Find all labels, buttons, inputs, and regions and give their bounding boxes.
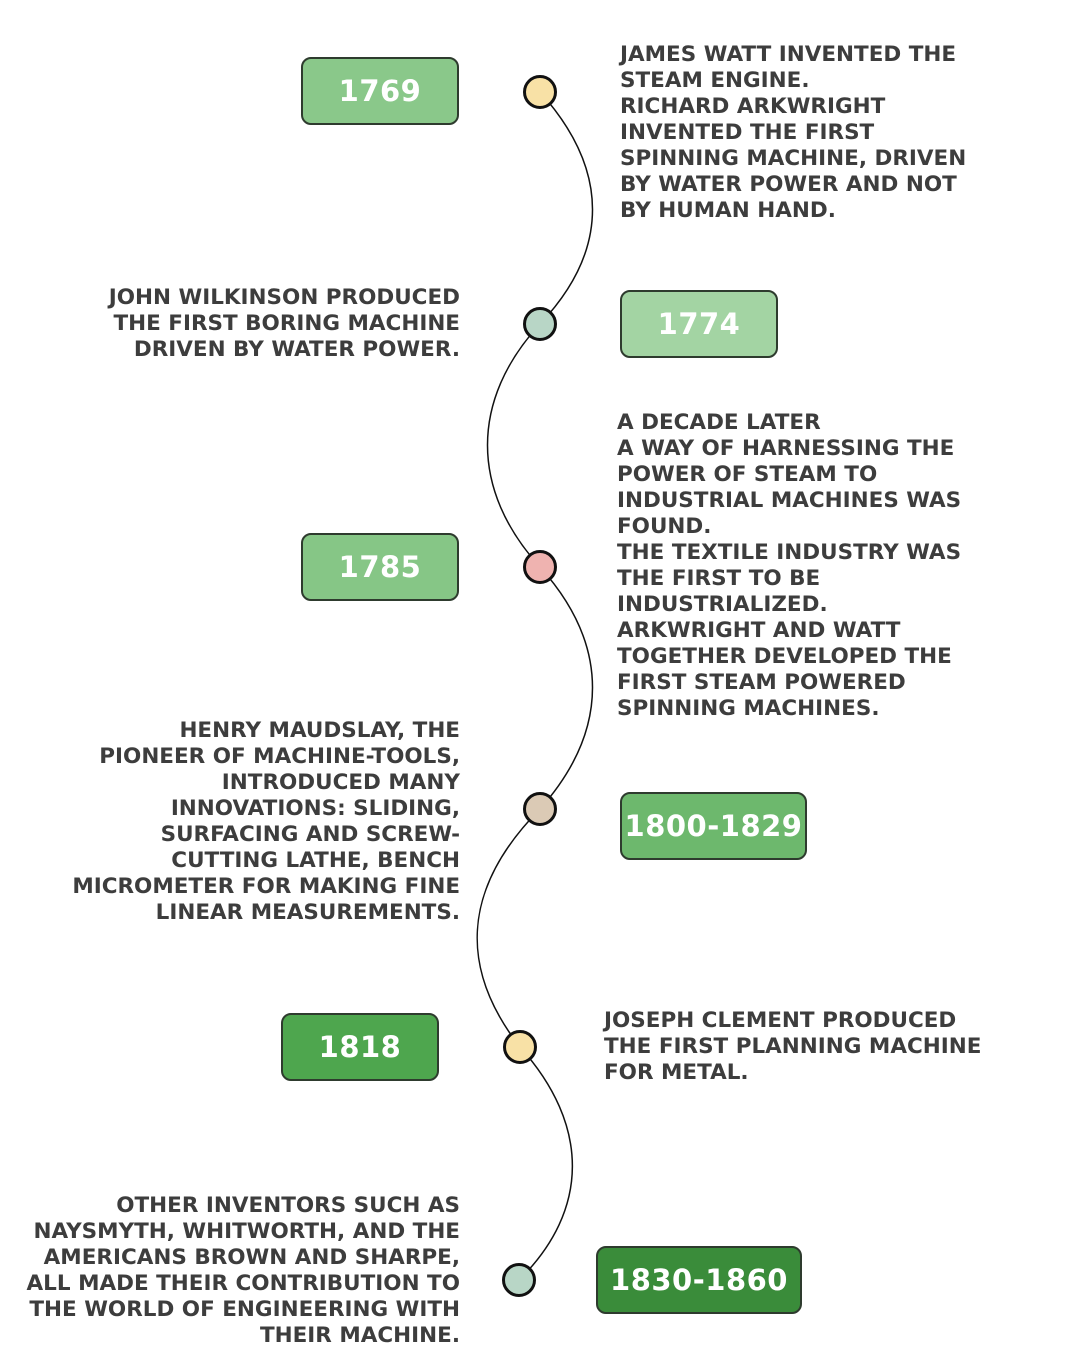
year-box-1785: 1785 xyxy=(301,533,459,601)
year-box-1769: 1769 xyxy=(301,57,459,125)
year-label-1769: 1769 xyxy=(338,74,422,108)
year-box-1800-1829: 1800-1829 xyxy=(620,792,807,860)
timeline-node-1785 xyxy=(523,550,557,584)
event-description-1774: John Wilkinson produced the first boring… xyxy=(108,285,460,362)
timeline-node-1830-1860 xyxy=(502,1263,536,1297)
timeline-node-1769 xyxy=(523,75,557,109)
timeline-node-1800-1829 xyxy=(523,792,557,826)
event-description-1769: James Watt invented the steam engine. Ri… xyxy=(620,42,967,223)
event-description-1800-1829: Henry Maudslay, the pioneer of machine-t… xyxy=(72,718,460,925)
year-box-1830-1860: 1830-1860 xyxy=(596,1246,802,1314)
year-label-1800-1829: 1800-1829 xyxy=(624,809,803,843)
year-label-1818: 1818 xyxy=(318,1030,402,1064)
event-description-1818: Joseph Clement produced the first planni… xyxy=(604,1008,982,1085)
year-box-1818: 1818 xyxy=(281,1013,439,1081)
event-description-1830-1860: Other inventors such as Naysmyth, Whitwo… xyxy=(26,1193,460,1348)
year-box-1774: 1774 xyxy=(620,290,778,358)
year-label-1774: 1774 xyxy=(657,307,741,341)
year-label-1785: 1785 xyxy=(338,550,422,584)
timeline-node-1818 xyxy=(503,1030,537,1064)
event-description-1785: A decade later a way of harnessing the p… xyxy=(617,410,962,721)
year-label-1830-1860: 1830-1860 xyxy=(610,1263,788,1297)
timeline-node-1774 xyxy=(523,307,557,341)
timeline-curve xyxy=(476,91,594,1281)
